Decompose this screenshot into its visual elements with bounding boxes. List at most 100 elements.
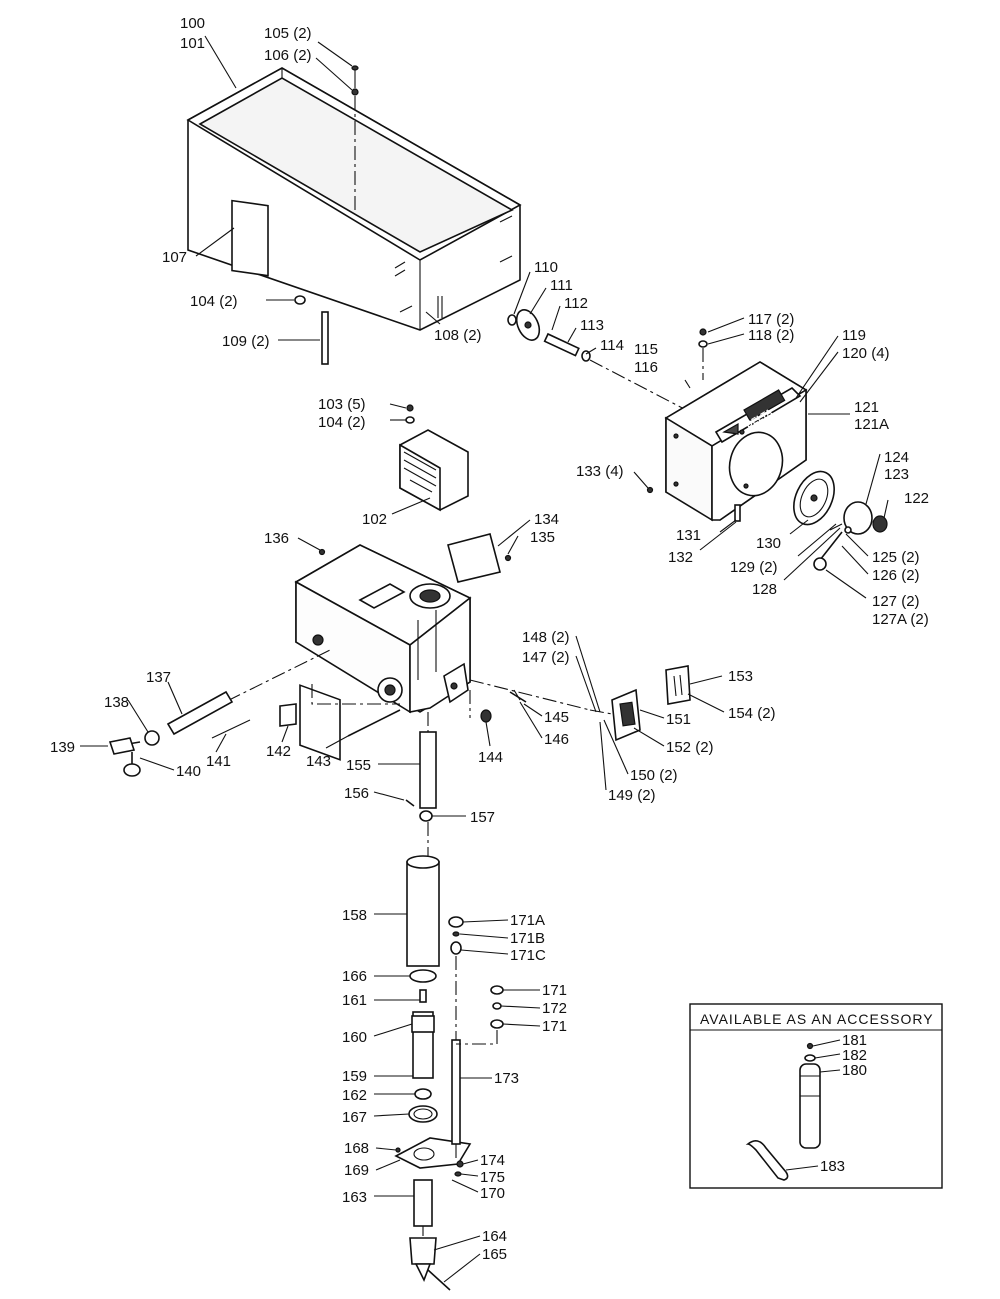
callout-133: 133 (4) <box>576 463 624 480</box>
callout-171-top: 171 <box>542 982 567 999</box>
strip-109 <box>321 311 329 365</box>
callout-182: 182 <box>842 1047 867 1064</box>
callout-169: 169 <box>344 1162 369 1179</box>
switch-box-102 <box>399 429 469 512</box>
callout-113: 113 <box>580 317 604 334</box>
callout-129: 129 (2) <box>730 559 778 576</box>
callout-151: 151 <box>666 711 691 728</box>
small-parts-142-146 <box>279 679 591 737</box>
belt-guard <box>186 67 522 331</box>
callout-143: 143 <box>306 753 331 770</box>
leader-lines <box>80 35 889 1283</box>
callout-101: 101 <box>180 35 205 52</box>
dial-130 <box>793 470 835 526</box>
callout-105: 105 (2) <box>264 25 312 42</box>
callout-152: 152 (2) <box>666 739 714 756</box>
callout-161: 161 <box>342 992 367 1009</box>
callout-172: 172 <box>542 1000 567 1017</box>
callout-175: 175 <box>480 1169 505 1186</box>
callout-135: 135 <box>530 529 555 546</box>
callout-labels: 100 101 105 (2) 106 (2) 107 104 (2) 109 … <box>50 15 929 1263</box>
callout-109: 109 (2) <box>222 333 270 350</box>
callout-127: 127 (2) <box>872 593 920 610</box>
callout-140: 140 <box>176 763 201 780</box>
knob-123 <box>813 501 888 571</box>
callout-174: 174 <box>480 1152 505 1169</box>
accessory-box-title: AVAILABLE AS AN ACCESSORY <box>700 1011 934 1027</box>
callout-166: 166 <box>342 968 367 985</box>
callout-104b: 104 (2) <box>318 414 366 431</box>
callout-106: 106 (2) <box>264 47 312 64</box>
callout-147: 147 (2) <box>522 649 570 666</box>
callout-146: 146 <box>544 731 569 748</box>
callout-142: 142 <box>266 743 291 760</box>
quill-155 <box>405 712 437 822</box>
callout-156: 156 <box>344 785 369 802</box>
callout-149: 149 (2) <box>608 787 656 804</box>
callout-145: 145 <box>544 709 569 726</box>
callout-162: 162 <box>342 1087 367 1104</box>
depth-rod-173 <box>448 916 504 1177</box>
callout-153: 153 <box>728 668 753 685</box>
callout-171-bottom: 171 <box>542 1018 567 1035</box>
callout-138: 138 <box>104 694 129 711</box>
callout-167: 167 <box>342 1109 367 1126</box>
callout-157: 157 <box>470 809 495 826</box>
callout-115: 115 <box>634 341 658 358</box>
callout-102: 102 <box>362 511 387 528</box>
screw-117-131 <box>646 328 741 522</box>
callout-159: 159 <box>342 1068 367 1085</box>
screw-103 <box>405 404 415 424</box>
callout-171A: 171A <box>510 912 545 929</box>
screws-135-136 <box>318 548 512 562</box>
callout-132: 132 <box>668 549 693 566</box>
callout-171C: 171C <box>510 947 546 964</box>
callout-119: 119 <box>842 327 866 344</box>
callout-165: 165 <box>482 1246 507 1263</box>
spindle-assembly <box>394 822 472 1291</box>
callout-171B: 171B <box>510 930 545 947</box>
callout-121a: 121A <box>854 416 889 433</box>
callout-128: 128 <box>752 581 777 598</box>
callout-141: 141 <box>206 753 231 770</box>
callout-123: 123 <box>884 466 909 483</box>
callout-124: 124 <box>884 449 909 466</box>
callout-158: 158 <box>342 907 367 924</box>
callout-130: 130 <box>756 535 781 552</box>
pulley-parts <box>507 309 691 413</box>
callout-125: 125 (2) <box>872 549 920 566</box>
callout-122: 122 <box>904 490 929 507</box>
callout-103: 103 (5) <box>318 396 366 413</box>
feed-handle <box>108 649 331 777</box>
callout-121: 121 <box>854 399 879 416</box>
callout-154: 154 (2) <box>728 705 776 722</box>
callout-170: 170 <box>480 1185 505 1202</box>
callout-160: 160 <box>342 1029 367 1046</box>
callout-110: 110 <box>534 259 558 276</box>
callout-126: 126 (2) <box>872 567 920 584</box>
plate-134 <box>447 533 501 583</box>
callout-118: 118 (2) <box>748 327 794 344</box>
callout-144: 144 <box>478 749 503 766</box>
head-casting <box>294 544 472 761</box>
callout-180: 180 <box>842 1062 867 1079</box>
callout-108: 108 (2) <box>434 327 482 344</box>
callout-173: 173 <box>494 1070 519 1087</box>
callout-163: 163 <box>342 1189 367 1206</box>
callout-134: 134 <box>534 511 559 528</box>
callout-100: 100 <box>180 15 205 32</box>
callout-139: 139 <box>50 739 75 756</box>
callout-148: 148 (2) <box>522 629 570 646</box>
motor-housing-121: DELTA <box>664 361 808 522</box>
callout-127a: 127A (2) <box>872 611 929 628</box>
callout-116: 116 <box>634 359 658 376</box>
washer-104 <box>294 295 306 305</box>
callout-136: 136 <box>264 530 289 547</box>
callout-111: 111 <box>550 277 573 294</box>
callout-107: 107 <box>162 249 187 266</box>
callout-131: 131 <box>676 527 701 544</box>
callout-155: 155 <box>346 757 371 774</box>
callout-150: 150 (2) <box>630 767 678 784</box>
callout-168: 168 <box>344 1140 369 1157</box>
